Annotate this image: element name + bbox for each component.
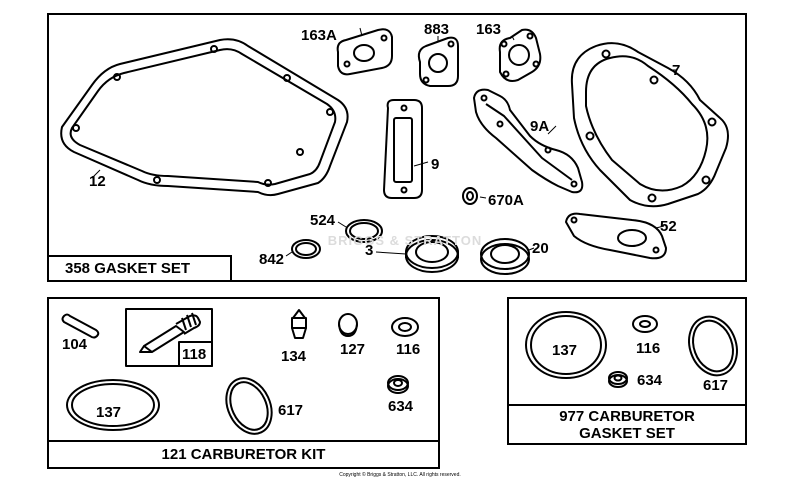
part-label-634-kit: 634 bbox=[388, 398, 414, 415]
carburetor-gasket-set-title-line2: GASKET SET bbox=[579, 424, 675, 442]
gasket-883 bbox=[417, 36, 459, 87]
part-label-20: 20 bbox=[532, 240, 549, 257]
o-ring-137-set bbox=[525, 311, 607, 379]
washer-634-set bbox=[608, 371, 628, 388]
part-label-137-set: 137 bbox=[552, 342, 578, 359]
washer-116-set bbox=[632, 315, 658, 333]
watermark: BRIGGS & STRATTON bbox=[327, 233, 483, 248]
gasket-9A bbox=[473, 88, 584, 194]
part-label-118: 118 bbox=[182, 346, 207, 363]
part-label-9: 9 bbox=[431, 156, 440, 173]
part-label-883: 883 bbox=[424, 21, 450, 38]
gasket-9 bbox=[383, 99, 423, 199]
part-label-670A: 670A bbox=[488, 192, 524, 209]
part-label-3: 3 bbox=[365, 242, 374, 259]
part-label-104: 104 bbox=[62, 336, 88, 353]
part-label-52: 52 bbox=[660, 218, 677, 235]
part-label-617-set: 617 bbox=[703, 377, 729, 394]
part-label-127: 127 bbox=[340, 341, 366, 358]
carburetor-gasket-set-title: 977 CARBURETOR GASKET SET bbox=[507, 404, 747, 445]
inlet-needle-134 bbox=[291, 309, 307, 339]
washer-634-kit bbox=[387, 375, 409, 394]
part-label-842: 842 bbox=[259, 251, 285, 268]
gasket-set-title: 358 GASKET SET bbox=[47, 255, 232, 282]
carburetor-kit-title: 121 CARBURETOR KIT bbox=[47, 440, 440, 469]
part-label-524: 524 bbox=[310, 212, 336, 229]
part-label-163: 163 bbox=[476, 21, 502, 38]
part-label-12: 12 bbox=[89, 173, 106, 190]
pin-104 bbox=[61, 313, 100, 339]
gasket-52 bbox=[565, 212, 667, 260]
oil-seal-20 bbox=[480, 238, 530, 275]
washer-116-kit bbox=[391, 317, 419, 337]
gasket-163A bbox=[336, 28, 393, 76]
part-label-116-kit: 116 bbox=[396, 341, 421, 358]
o-ring-617-kit bbox=[225, 377, 273, 435]
part-label-137-kit: 137 bbox=[96, 404, 122, 421]
part-label-116-set: 116 bbox=[636, 340, 661, 357]
part-label-9A: 9A bbox=[530, 118, 550, 135]
part-label-134: 134 bbox=[281, 348, 307, 365]
carburetor-gasket-set-title-line1: 977 CARBURETOR bbox=[559, 407, 695, 425]
copyright-notice: Copyright © Briggs & Stratton, LLC. All … bbox=[339, 472, 461, 478]
o-ring-137-kit bbox=[66, 379, 160, 431]
washer-670A bbox=[462, 187, 478, 205]
cylinder-head-gasket-7 bbox=[570, 42, 729, 208]
part-label-163A: 163A bbox=[301, 27, 337, 44]
needle-valve-118 bbox=[139, 312, 201, 353]
plug-127 bbox=[338, 313, 358, 337]
part-label-7: 7 bbox=[672, 62, 681, 79]
part-label-634-set: 634 bbox=[637, 372, 663, 389]
o-ring-617-set bbox=[688, 315, 738, 377]
o-ring-524 bbox=[345, 219, 383, 243]
box-118 bbox=[125, 308, 213, 367]
gasket-163 bbox=[498, 28, 542, 82]
part-label-617-kit: 617 bbox=[278, 402, 304, 419]
o-ring-842 bbox=[291, 239, 321, 259]
oil-seal-3 bbox=[405, 235, 459, 273]
crankcase-gasket-12 bbox=[60, 38, 349, 197]
